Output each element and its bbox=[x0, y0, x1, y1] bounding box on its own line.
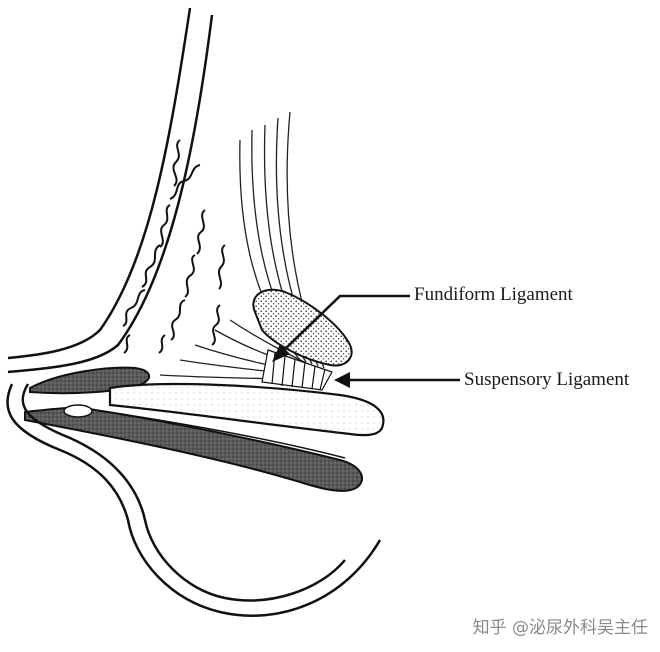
skin-outer-line bbox=[7, 7, 192, 360]
arrow-suspensory bbox=[334, 372, 460, 388]
urethra-line bbox=[94, 409, 346, 459]
corpus-main bbox=[108, 382, 385, 437]
watermark-text: 知乎 @泌尿外科吴主任 bbox=[472, 618, 648, 638]
arrow-fundiform bbox=[272, 294, 410, 362]
scrotal-skin-inner bbox=[21, 383, 346, 602]
skin-inner-line bbox=[7, 14, 214, 374]
suspensory-ligament-label: Suspensory Ligament bbox=[464, 369, 630, 390]
fundiform-ligament-shape bbox=[252, 288, 353, 367]
fat-lobules bbox=[122, 139, 226, 354]
fundiform-ligament-label: Fundiform Ligament bbox=[414, 284, 573, 305]
small-lumen bbox=[63, 404, 93, 418]
scrotal-skin-outer bbox=[6, 383, 382, 617]
